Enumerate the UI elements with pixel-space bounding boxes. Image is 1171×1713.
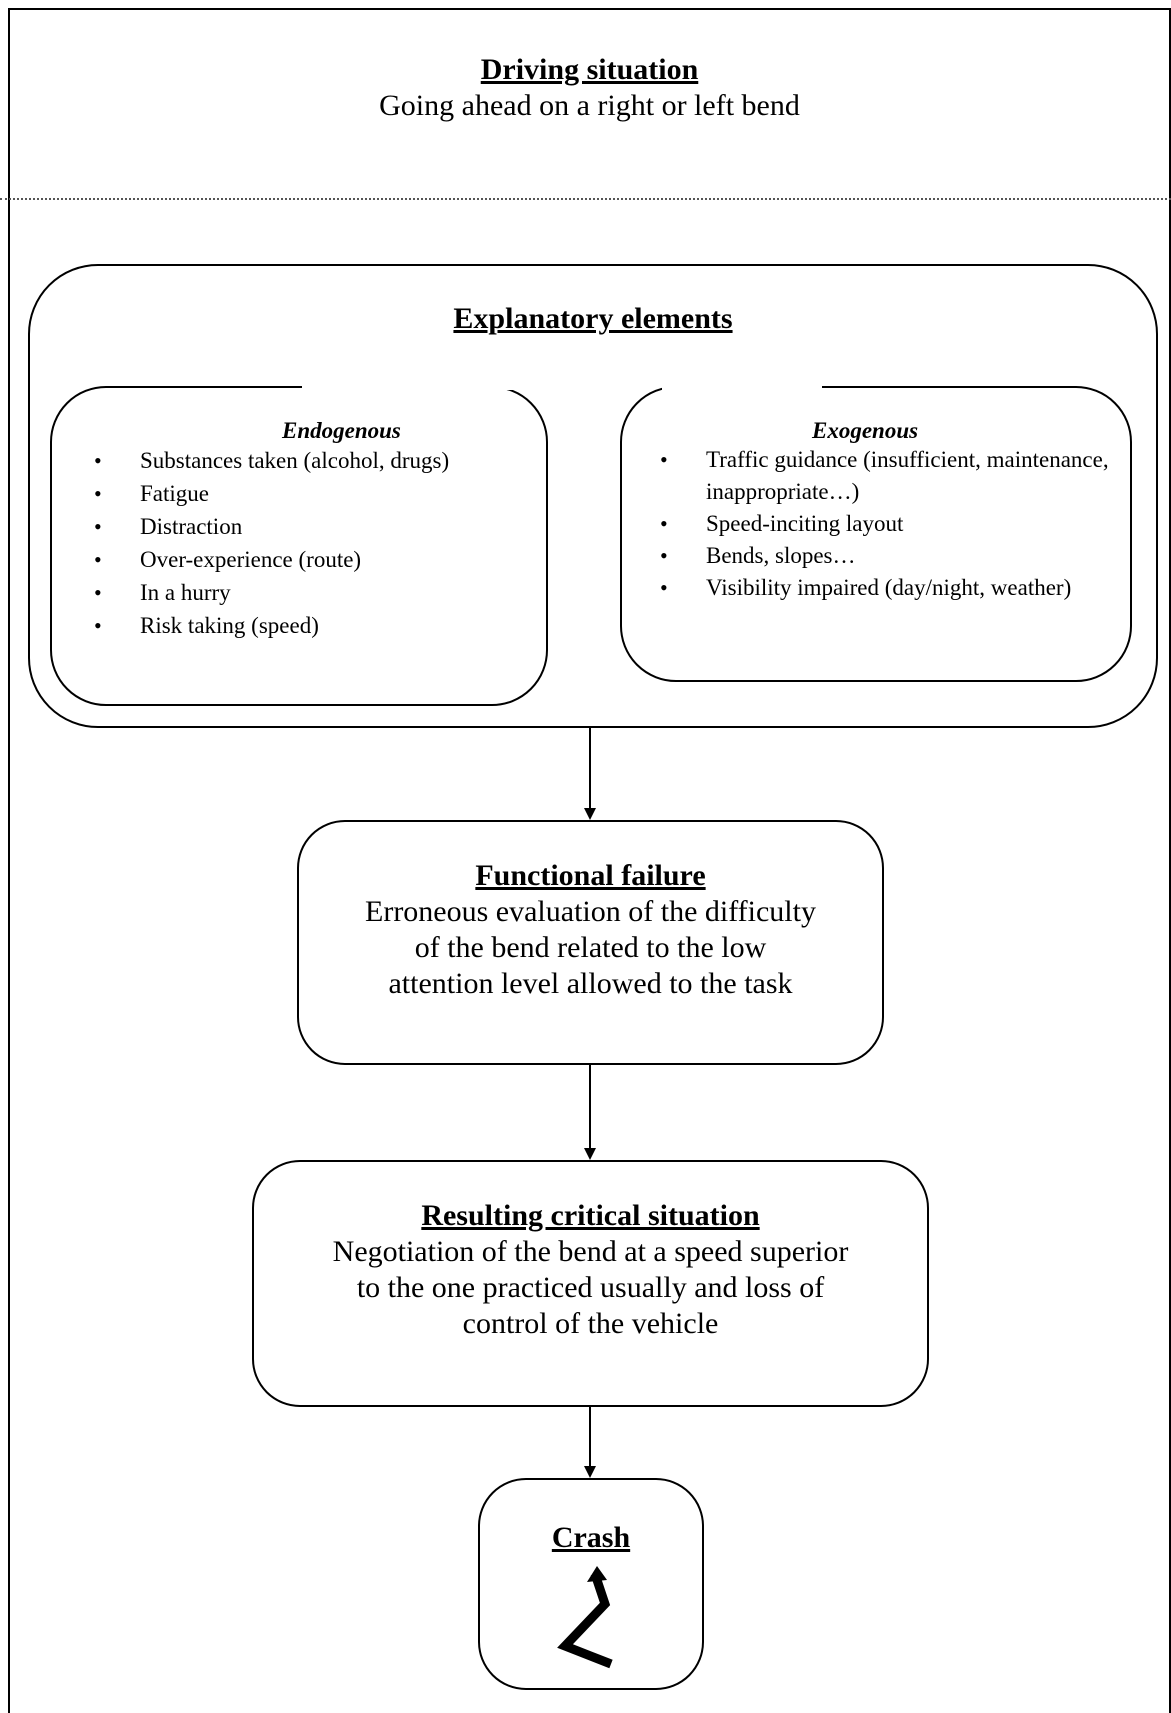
critical-situation-line: to the one practiced usually and loss of [356,1271,825,1304]
functional-failure-title: Functional failure [475,859,706,892]
arrowhead [584,1148,596,1160]
exogenous-heading: Exogenous [812,418,919,443]
zigzag-arrow-icon [557,1566,613,1669]
list-item: Fatigue [52,477,546,510]
border-gap [302,385,542,390]
list-item: Distraction [52,510,546,543]
driving-situation: Driving situation Going ahead on a right… [8,52,1171,124]
endogenous-list: Substances taken (alcohol, drugs) Fatigu… [52,444,546,642]
arrowhead [584,1466,596,1478]
section-divider [0,198,1171,200]
crash-box: Crash [478,1478,704,1690]
critical-situation-box: Resulting critical situation Negotiation… [252,1160,929,1407]
list-item: Over-experience (route) [52,543,546,576]
list-item: Traffic guidance (insufficient, maintena… [622,444,1130,508]
arrowhead [584,808,596,820]
driving-situation-title: Driving situation [480,53,699,86]
list-item: Bends, slopes… [622,540,1130,572]
functional-failure-box: Functional failure Erroneous evaluation … [297,820,884,1065]
functional-failure-line: Erroneous evaluation of the difficulty [365,895,816,928]
explanatory-elements-box: Explanatory elements Endogenous Substanc… [28,264,1158,728]
driving-situation-text: Going ahead on a right or left bend [379,89,800,122]
list-item: Speed-inciting layout [622,508,1130,540]
endogenous-heading: Endogenous [282,418,401,443]
functional-failure-line: of the bend related to the low [414,931,767,964]
critical-situation-title: Resulting critical situation [421,1199,760,1232]
crash-title: Crash [551,1521,631,1554]
explanatory-elements-title: Explanatory elements [453,302,733,335]
list-item: Substances taken (alcohol, drugs) [52,444,546,477]
diagram-frame [8,8,1171,1713]
critical-situation-line: Negotiation of the bend at a speed super… [332,1235,849,1268]
critical-situation-line: control of the vehicle [462,1307,719,1340]
list-item: Risk taking (speed) [52,609,546,642]
exogenous-box: Exogenous Traffic guidance (insufficient… [620,385,1132,682]
functional-failure-line: attention level allowed to the task [388,967,793,1000]
list-item: In a hurry [52,576,546,609]
endogenous-box: Endogenous Substances taken (alcohol, dr… [50,385,548,706]
list-item: Visibility impaired (day/night, weather) [622,572,1130,604]
exogenous-list: Traffic guidance (insufficient, maintena… [622,444,1130,604]
border-gap [662,385,822,390]
